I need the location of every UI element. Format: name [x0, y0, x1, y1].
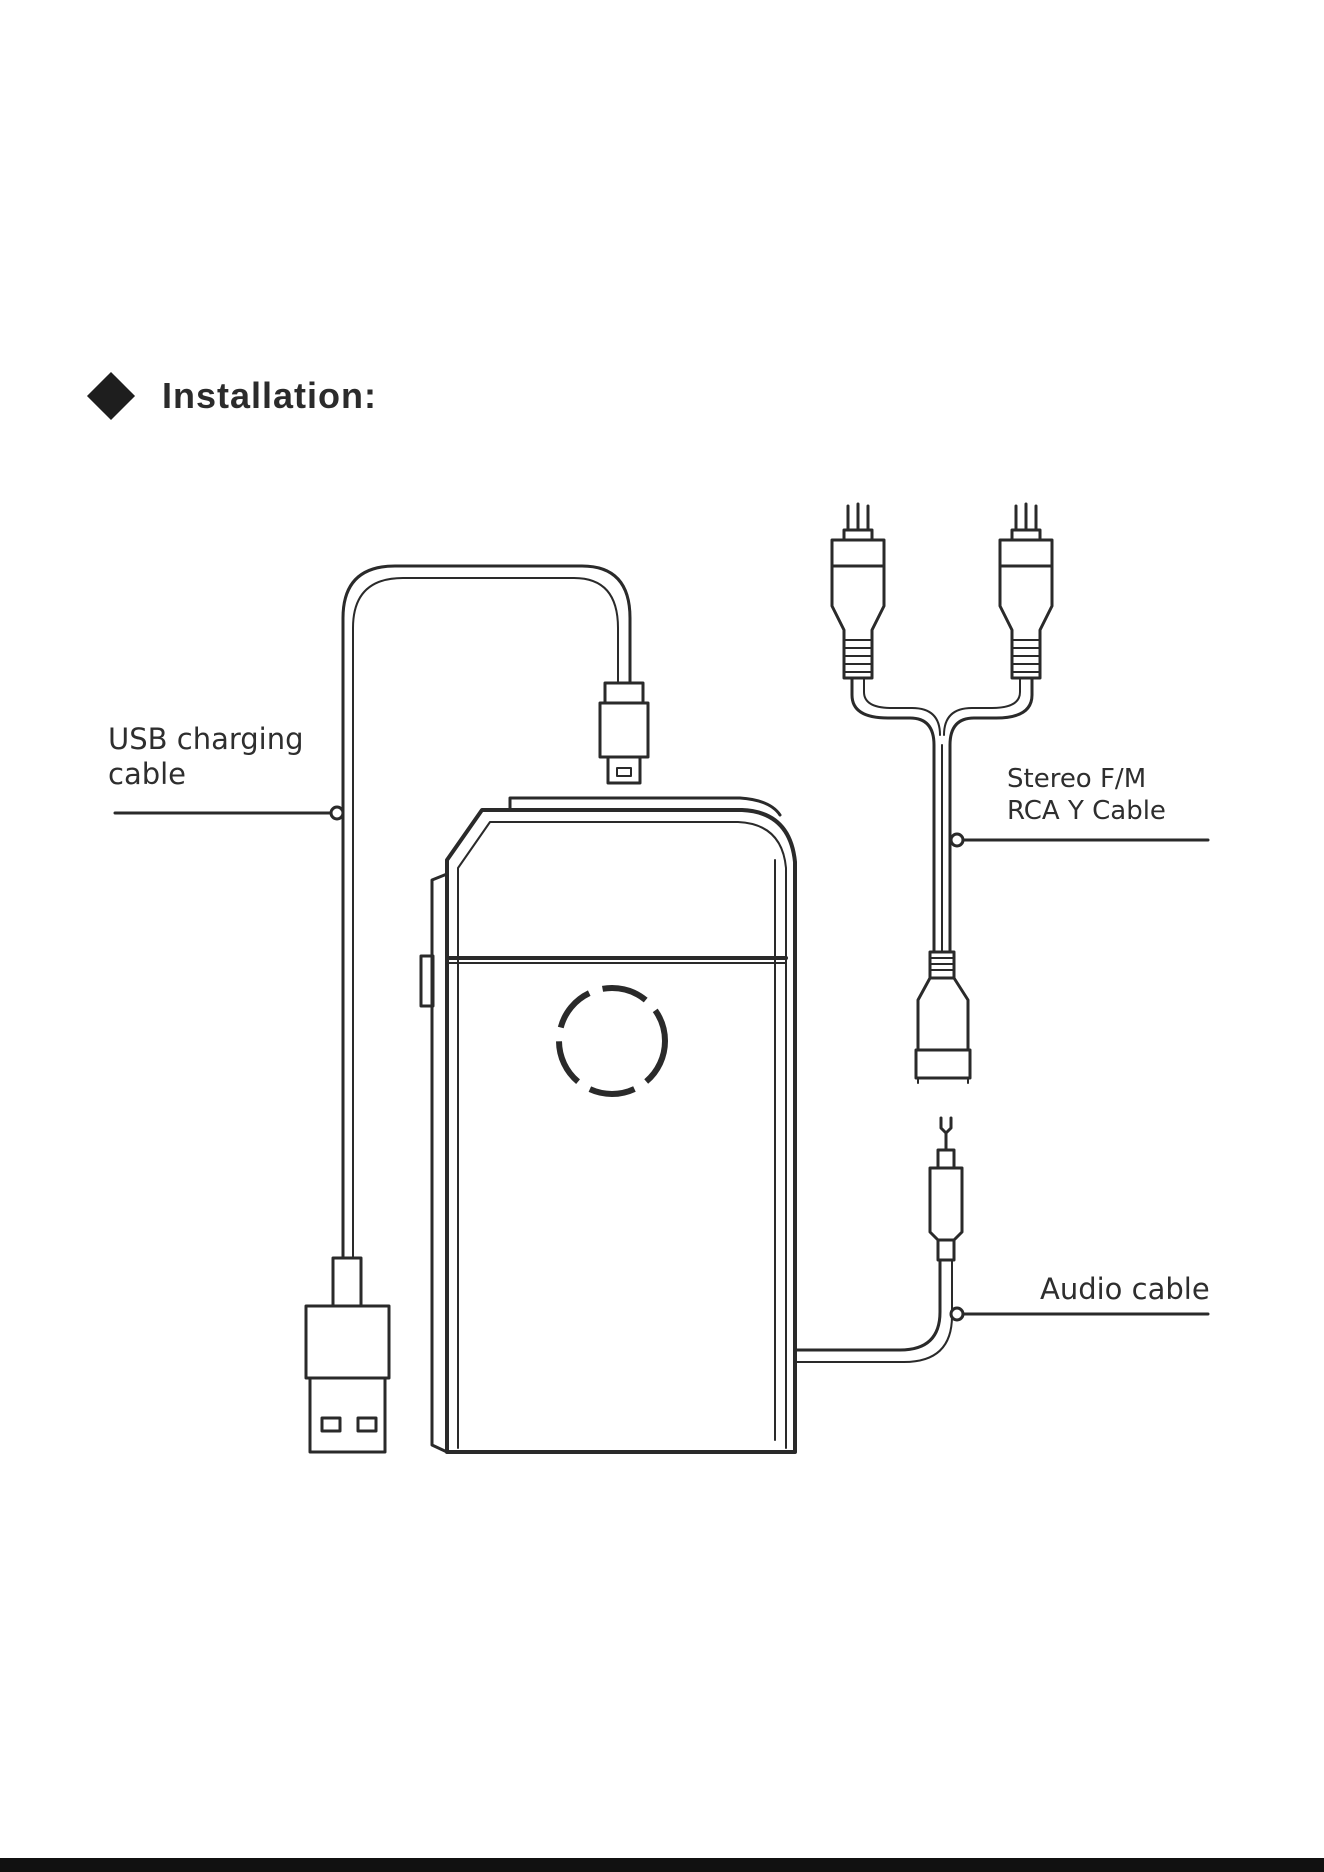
- rca-label-line-1: Stereo F/M: [1007, 764, 1166, 796]
- audio-leader-line: [951, 1308, 1208, 1320]
- audio-cable-label: Audio cable: [1040, 1272, 1210, 1307]
- audio-cable: [796, 1118, 962, 1362]
- usb-label-line-1: USB charging: [108, 722, 304, 757]
- power-button-ring-icon: [559, 988, 665, 1094]
- usb-label-line-2: cable: [108, 757, 304, 792]
- usb-charging-cable-label: USB charging cable: [108, 722, 304, 793]
- transmitter-device: [421, 798, 795, 1452]
- rca-label-line-2: RCA Y Cable: [1007, 796, 1166, 828]
- usb-charging-cable: [306, 566, 648, 1452]
- rca-leader-line: [951, 834, 1208, 846]
- rca-cable-label: Stereo F/M RCA Y Cable: [1007, 764, 1166, 827]
- usb-leader-line: [115, 807, 343, 819]
- page-bottom-border: [0, 1858, 1324, 1872]
